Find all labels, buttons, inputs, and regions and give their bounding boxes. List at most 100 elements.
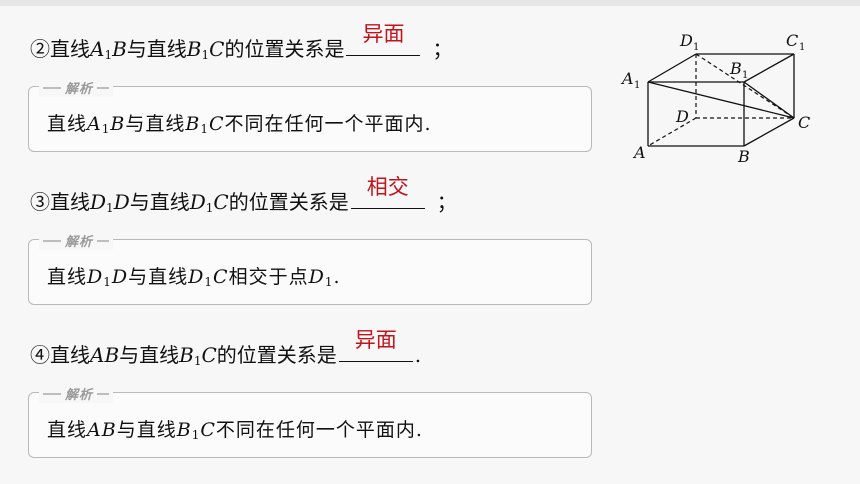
explanation-box-2: 解析 直线A1B与直线B1C不同在任何一个平面内. bbox=[28, 78, 592, 152]
explanation-box-4: 解析 直线AB与直线B1C不同在任何一个平面内. bbox=[28, 384, 592, 458]
text: 相交于点 bbox=[228, 266, 309, 288]
explanation-text: 直线AB与直线B1C不同在任何一个平面内. bbox=[47, 415, 423, 442]
label-B1: B bbox=[729, 59, 742, 78]
text: 的位置关系是 bbox=[228, 190, 349, 214]
answer: 异面 bbox=[362, 22, 405, 46]
tag-dash bbox=[97, 239, 110, 242]
tag-dash bbox=[43, 86, 61, 89]
subscript: 1 bbox=[205, 201, 214, 215]
text: 直线 bbox=[47, 266, 88, 288]
explanation-label: 解析 bbox=[65, 388, 94, 403]
var: AB bbox=[90, 343, 120, 367]
text: 不同在任何一个平面内. bbox=[215, 419, 423, 441]
var: B bbox=[176, 419, 192, 441]
var: B bbox=[112, 37, 127, 61]
text: 的位置关系是 bbox=[224, 37, 345, 61]
text: 直线 bbox=[50, 37, 90, 61]
var: C bbox=[213, 266, 229, 288]
label-B1-sub: 1 bbox=[742, 70, 748, 81]
var: D bbox=[111, 266, 129, 288]
text: 直线 bbox=[50, 190, 90, 214]
text: 直线 bbox=[47, 419, 88, 441]
explanation-tag: 解析 bbox=[39, 384, 114, 403]
explanation-tag: 解析 bbox=[39, 231, 114, 250]
var: B bbox=[185, 113, 201, 135]
explanation-text: 直线D1D与直线D1C相交于点D1. bbox=[47, 262, 341, 289]
text: 不同在任何一个平面内. bbox=[224, 113, 432, 135]
subscript: 1 bbox=[193, 354, 202, 368]
label-A1-sub: 1 bbox=[634, 80, 640, 91]
label-C: C bbox=[798, 113, 810, 132]
question-4: ④直线AB与直线B1C的位置关系是异面. bbox=[30, 328, 421, 368]
var: AB bbox=[87, 419, 117, 441]
var: C bbox=[201, 343, 217, 367]
subscript: 1 bbox=[204, 275, 214, 289]
subscript: 1 bbox=[201, 48, 210, 62]
var: B bbox=[186, 37, 202, 61]
tag-dash bbox=[97, 392, 110, 395]
punctuation: ； bbox=[436, 190, 457, 214]
question-number: ④ bbox=[30, 343, 50, 367]
var: B bbox=[110, 113, 126, 135]
text: 与直线 bbox=[119, 343, 180, 367]
hidden-edges bbox=[647, 53, 795, 147]
text: 与直线 bbox=[126, 37, 187, 61]
prism-diagram: D 1 C 1 A 1 B 1 D C A B bbox=[620, 31, 810, 166]
explanation-label: 解析 bbox=[65, 82, 94, 97]
line-A1C bbox=[647, 81, 795, 119]
subscript: 1 bbox=[200, 122, 209, 136]
text: 与直线 bbox=[128, 266, 189, 288]
question-3: ③直线D1D与直线D1C的位置关系是相交； bbox=[30, 175, 457, 215]
subscript: 1 bbox=[191, 428, 201, 442]
var: D bbox=[113, 190, 130, 214]
text: 与直线 bbox=[116, 419, 177, 441]
answer: 相交 bbox=[366, 175, 409, 199]
question-number: ② bbox=[30, 37, 50, 61]
var: C bbox=[213, 190, 229, 214]
answer-blank: 相交 bbox=[350, 175, 425, 209]
var: C bbox=[200, 419, 216, 441]
answer-blank: 异面 bbox=[338, 328, 413, 362]
var: D bbox=[308, 266, 325, 288]
explanation-text: 直线A1B与直线B1C不同在任何一个平面内. bbox=[47, 109, 432, 136]
label-D: D bbox=[675, 107, 689, 126]
text: 直线 bbox=[50, 343, 90, 367]
label-C1: C bbox=[786, 31, 798, 50]
explanation-label: 解析 bbox=[65, 235, 94, 250]
tag-dash bbox=[43, 392, 61, 395]
edge-A1D1 bbox=[647, 53, 697, 83]
answer: 异面 bbox=[354, 328, 397, 352]
punctuation: . bbox=[333, 266, 341, 288]
label-A: A bbox=[632, 143, 646, 162]
label-A1: A bbox=[620, 69, 634, 88]
line-D1C bbox=[695, 53, 795, 119]
text: 的位置关系是 bbox=[216, 343, 337, 367]
text: 与直线 bbox=[125, 113, 186, 135]
text: 与直线 bbox=[129, 190, 190, 214]
subscript: 1 bbox=[101, 122, 111, 136]
edge-C1B1 bbox=[743, 53, 795, 83]
text: 直线 bbox=[47, 113, 88, 135]
var: D bbox=[189, 190, 206, 214]
var: D bbox=[87, 266, 104, 288]
punctuation: ； bbox=[432, 37, 453, 61]
subscript: 1 bbox=[324, 275, 334, 289]
var: C bbox=[209, 37, 225, 61]
subscript: 1 bbox=[106, 201, 114, 215]
var: D bbox=[90, 190, 107, 214]
tag-dash bbox=[97, 86, 110, 89]
top-bar bbox=[0, 0, 860, 6]
var: A bbox=[87, 113, 102, 135]
label-D1: D bbox=[679, 31, 693, 50]
prism-edges bbox=[647, 53, 795, 147]
label-C1-sub: 1 bbox=[799, 42, 805, 53]
answer-blank: 异面 bbox=[346, 22, 421, 56]
edge-DA bbox=[647, 117, 697, 147]
explanation-box-3: 解析 直线D1D与直线D1C相交于点D1. bbox=[28, 231, 592, 305]
edge-BC bbox=[743, 117, 795, 147]
var: B bbox=[179, 343, 194, 367]
question-number: ③ bbox=[30, 190, 50, 214]
var: C bbox=[208, 113, 225, 135]
explanation-tag: 解析 bbox=[39, 78, 114, 97]
subscript: 1 bbox=[104, 48, 113, 62]
